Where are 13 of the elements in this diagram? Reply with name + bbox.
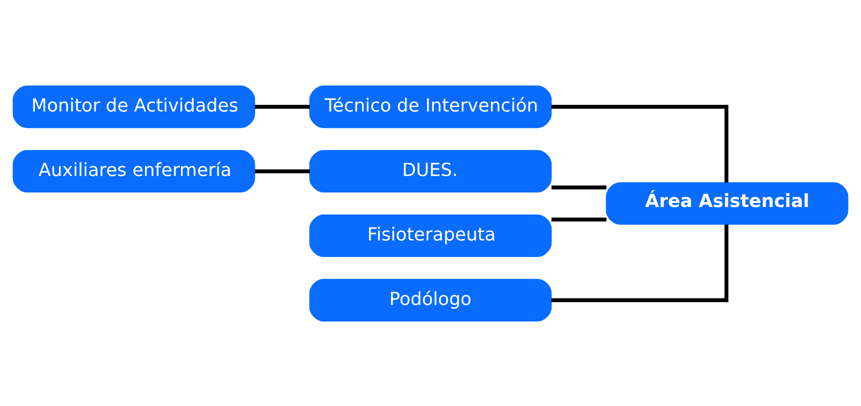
node-box: Auxiliares enfermería: [12, 149, 256, 192]
node-box: DUES.: [309, 149, 552, 192]
node-box: Fisioterapeuta: [309, 214, 552, 257]
connector: [552, 217, 606, 222]
connector: [254, 104, 310, 108]
connector: [551, 104, 728, 182]
node-box: Monitor de Actividades: [12, 85, 256, 128]
node-box: Podólogo: [309, 278, 552, 321]
node-box: Área Asistencial: [606, 182, 848, 224]
node-box: Técnico de Intervención: [309, 85, 552, 128]
connector: [254, 168, 310, 173]
connector: [552, 184, 606, 189]
connector: [551, 224, 728, 302]
